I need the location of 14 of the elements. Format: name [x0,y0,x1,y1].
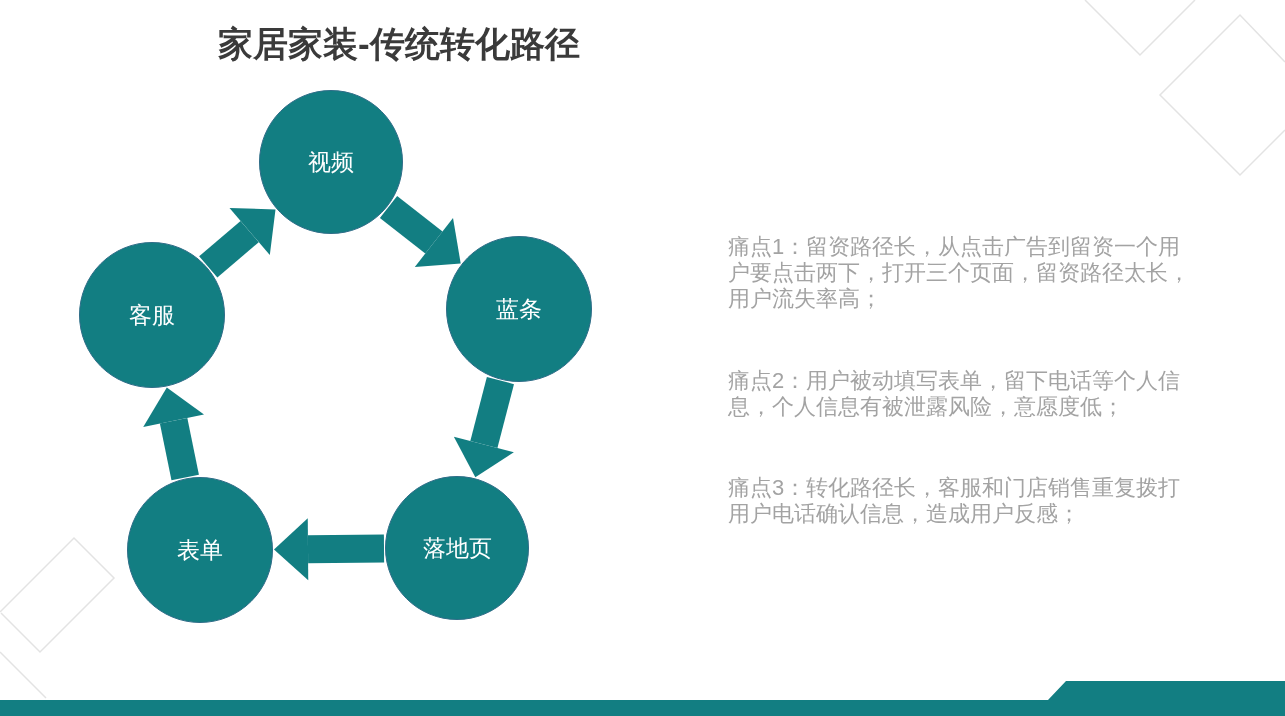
node-label: 视频 [308,148,354,176]
block-arrow [274,518,385,581]
node-label: 落地页 [422,534,492,562]
block-arrow [143,387,204,481]
pain-point-text: 痛点3：转化路径长，客服和门店销售重复拨打用户电话确认信息，造成用户反感； [728,475,1182,527]
block-arrow [199,207,276,278]
block-arrow [453,377,514,478]
node-label: 蓝条 [496,295,542,323]
node-label: 客服 [129,301,175,329]
pain-point-text: 痛点2：用户被动填写表单，留下电话等个人信息，个人信息有被泄露风险，意愿度低； [728,368,1182,420]
pain-point-text: 痛点1：留资路径长，从点击广告到留资一个用户要点击两下，打开三个页面，留资路径太长，用户流失率高； [728,234,1191,312]
node-label: 表单 [177,536,223,564]
slide-title: 家居家装-传统转化路径 [218,23,580,65]
block-arrow [379,195,461,267]
